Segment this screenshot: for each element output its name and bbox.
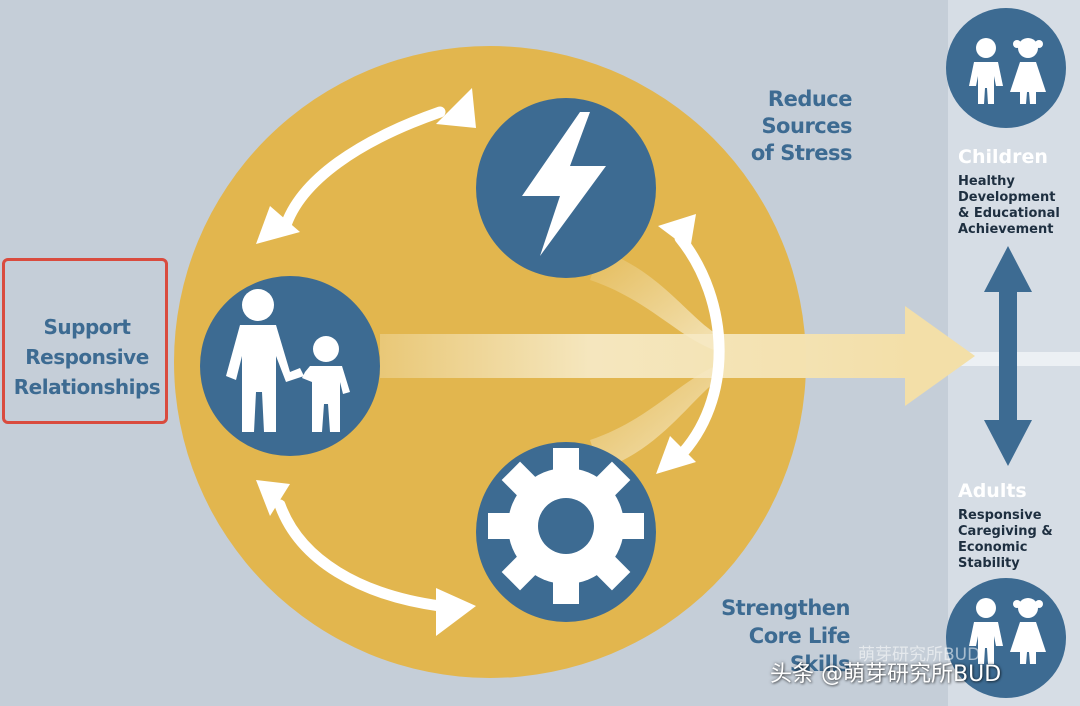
adults-desc-line-3: Economic [958, 540, 1028, 555]
adults-desc-line-2: Caregiving & [958, 524, 1053, 539]
support-line-2: Responsive [25, 345, 149, 369]
arrowhead-left-bottom [256, 480, 290, 516]
adults-description: Responsive Caregiving & Economic Stabili… [958, 508, 1078, 572]
children-desc-line-1: Healthy [958, 174, 1015, 189]
lightning-icon [522, 112, 606, 256]
gear-icon [488, 448, 644, 604]
arrowhead-right-top [658, 214, 696, 250]
support-highlight-box [2, 258, 168, 424]
parent-child-icon [226, 289, 350, 432]
arrowhead-right-bottom [656, 436, 696, 474]
strengthen-line-3: Skills [789, 652, 851, 676]
arrowheads [256, 88, 696, 636]
arrowhead-bottom [436, 588, 476, 636]
strengthen-line-1: Strengthen [721, 596, 850, 620]
relationships-node [200, 276, 380, 456]
watermark-faint: 萌芽研究所BUD [858, 645, 981, 665]
children-node [946, 8, 1066, 128]
watermark: 头条 @萌芽研究所BUD [770, 662, 1002, 687]
strengthen-line-2: Core Life [748, 624, 851, 648]
children-description: Healthy Development & Educational Achiev… [958, 174, 1078, 238]
children-desc-line-3: & Educational [958, 206, 1060, 221]
reduce-line-2: Sources [761, 114, 852, 138]
support-line-3: Relationships [13, 375, 161, 399]
strengthen-skills-label: Strengthen Core Life Skills [600, 594, 850, 678]
double-arrow-icon [984, 246, 1032, 466]
adults-desc-line-4: Stability [958, 556, 1020, 571]
arrow-bottom-left [274, 499, 446, 612]
outcome-arrow [380, 250, 975, 470]
arrowhead-top [436, 88, 476, 128]
stress-node [476, 98, 656, 278]
reduce-sources-label: Reduce Sources of Stress [640, 86, 853, 167]
reduce-line-3: of Stress [750, 141, 853, 165]
children-title: Children [958, 146, 1048, 168]
arrow-right [672, 232, 725, 464]
support-line-1: Support [43, 315, 131, 339]
cycle-arrows [274, 106, 725, 612]
reduce-line-1: Reduce [767, 87, 853, 111]
children-desc-line-2: Development [958, 190, 1056, 205]
children-icon [969, 38, 1046, 104]
children-desc-line-4: Achievement [958, 222, 1054, 237]
adults-desc-line-1: Responsive [958, 508, 1042, 523]
skills-node [476, 442, 656, 622]
arrowhead-left-top [256, 206, 300, 244]
adults-node [946, 578, 1066, 698]
adults-title: Adults [958, 480, 1027, 502]
support-relationships-label: Support Responsive Relationships [4, 312, 170, 402]
arrow-top-left [279, 106, 446, 234]
children-icon [969, 598, 1046, 664]
